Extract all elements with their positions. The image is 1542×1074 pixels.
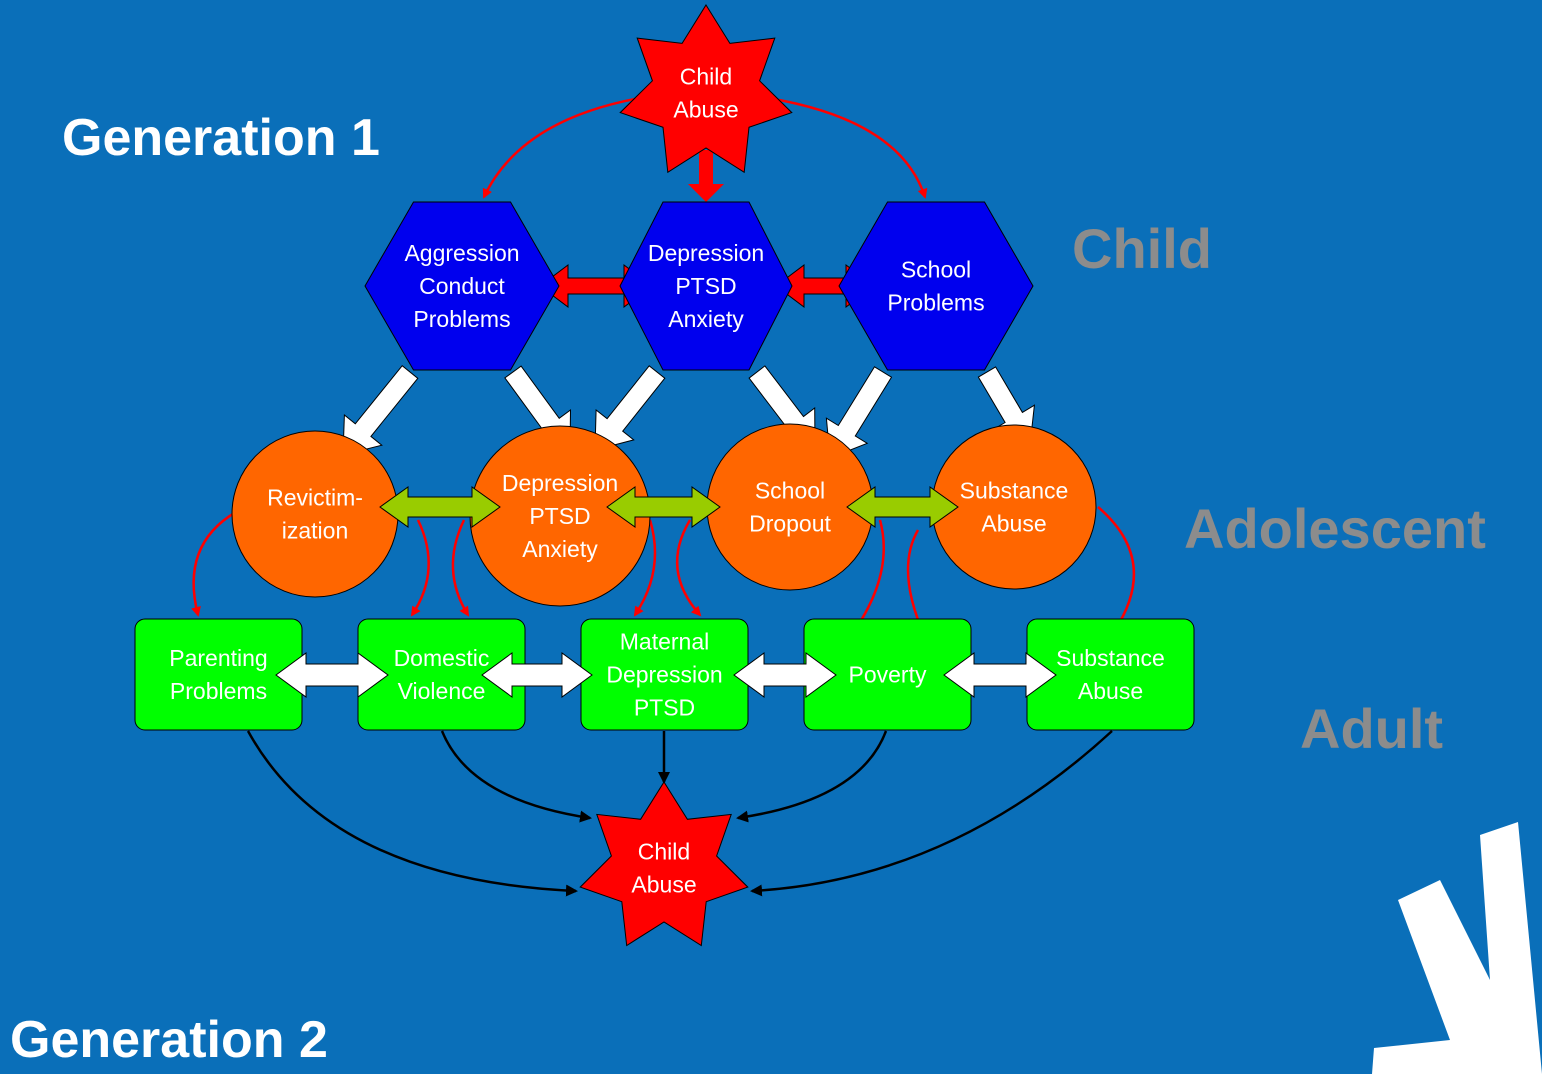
box-parenting-problems-label: Parenting [169,645,267,671]
double-arrow-poverty-substance [943,652,1057,698]
stage-label-adolescent: Adolescent [1184,497,1486,560]
hexagon-aggression-label: Conduct [419,273,505,299]
circle-revictimization [231,430,399,598]
double-arrow-dropout-substance [846,486,959,528]
red-curve-star-to-school [767,96,928,199]
stage-label-adult: Adult [1300,697,1444,760]
stage-label-child: Child [1072,217,1212,280]
child-abuse-star-top [619,4,793,174]
black-curve-parenting-abuse [246,730,578,897]
red-curve-substance-adult-substance [1097,506,1136,632]
generation-1-title: Generation 1 [62,109,380,167]
hexagon-child-depression [619,201,793,371]
circle-teen-depression-label: PTSD [529,503,590,529]
child-abuse-star-bottom-label: Abuse [631,872,696,898]
circle-teen-depression-label: Anxiety [522,536,598,562]
black-curve-domestic-abuse [440,730,592,823]
box-maternal-depression-label: Maternal [620,629,709,655]
double-arrow-domestic-maternal [481,652,593,698]
double-arrow-maternal-poverty [733,652,837,698]
white-arrow-depression-depression [594,365,666,451]
box-parenting-problems-label: Problems [170,678,267,704]
hexagon-aggression-label: Aggression [404,240,519,266]
red-curve-depression-maternal [633,519,657,617]
hexagon-child-depression-label: PTSD [675,273,736,299]
box-maternal-depression-label: PTSD [634,695,695,721]
circle-teen-depression-label: Depression [502,470,618,496]
hexagon-school-problems-label: School [901,257,971,283]
red-curve-star-to-aggression [482,96,641,199]
double-arrow-revictim-depression [379,486,501,528]
circle-revictimization-label: Revictim- [267,485,363,511]
child-abuse-star-top-label: Child [680,64,732,90]
hexagon-school-problems [838,201,1034,371]
double-arrow-parenting-domestic [275,652,389,698]
box-domestic-violence-label: Violence [398,678,486,704]
child-abuse-star-top-label: Abuse [673,97,738,123]
black-curve-poverty-abuse [736,730,888,823]
red-curve-revictim-domestic [410,519,430,617]
box-adult-substance-label: Abuse [1078,678,1143,704]
child-abuse-star-bottom-label: Child [638,839,690,865]
box-domestic-violence-label: Domestic [394,645,490,671]
box-maternal-depression-label: Depression [606,662,722,688]
circle-teen-substance-label: Abuse [981,511,1046,537]
hexagon-school-problems-label: Problems [887,290,984,316]
circle-teen-substance-label: Substance [960,478,1069,504]
generation-2-title: Generation 2 [10,1011,328,1069]
box-adult-substance-label: Substance [1056,645,1165,671]
red-curve-depression-domestic [451,519,470,617]
double-arrow-depression-dropout [606,486,721,528]
circle-school-dropout-label: School [755,478,825,504]
black-curve-substance-abuse [750,730,1113,897]
circle-school-dropout-label: Dropout [749,511,831,537]
hexagon-child-depression-label: Depression [648,240,764,266]
circle-revictimization-label: ization [282,518,348,544]
hexagon-aggression [364,201,560,371]
hand-logo [1372,822,1542,1074]
box-poverty-label: Poverty [849,662,927,688]
red-arrow-star-to-depression [688,150,724,202]
red-curve-revictim-parenting [191,510,237,617]
hexagon-child-depression-label: Anxiety [668,306,744,332]
red-curve-dropout-maternal [675,519,702,617]
child-abuse-star-bottom [579,781,749,947]
hexagon-aggression-label: Problems [413,306,510,332]
